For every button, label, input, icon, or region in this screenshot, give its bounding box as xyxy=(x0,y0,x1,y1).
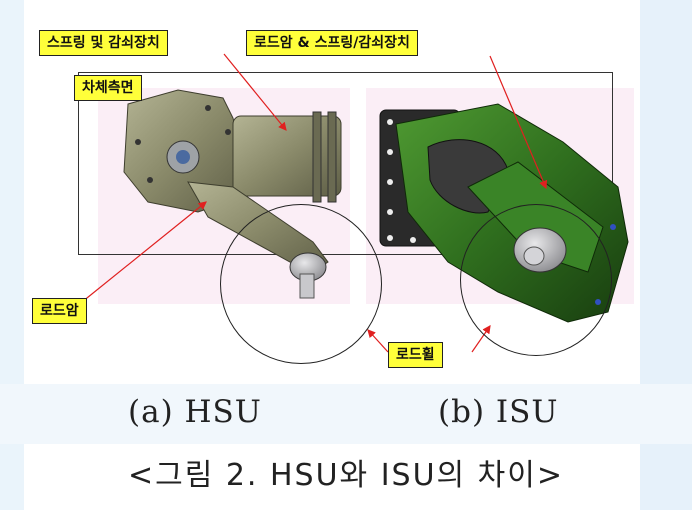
figure-panel: 스프링 및 감쇠장치 로드암 & 스프링/감쇠장치 차체측면 로드암 로드휠 xyxy=(28,12,640,384)
label-road-arm: 로드암 xyxy=(32,298,87,324)
label-body-side: 차체측면 xyxy=(74,75,142,101)
panel-label-hsu: (a) HSU xyxy=(128,394,262,430)
panel-label-isu: (b) ISU xyxy=(438,394,559,430)
label-spring-damper: 스프링 및 감쇠장치 xyxy=(39,30,168,56)
hsu-cylinder xyxy=(232,115,342,197)
background-stripe-bottom xyxy=(0,384,692,444)
label-road-wheel: 로드휠 xyxy=(388,342,443,368)
isu-road-wheel-circle xyxy=(460,204,612,356)
hsu-road-wheel-circle xyxy=(220,204,382,364)
arrow-road-arm xyxy=(81,201,207,303)
arrow-road-arm-spring xyxy=(489,55,548,190)
label-road-arm-spring-damper: 로드암 & 스프링/감쇠장치 xyxy=(246,30,418,56)
figure-caption: <그림 2. HSU와 ISU의 차이> xyxy=(127,458,565,493)
arrow-spring-damper xyxy=(223,53,287,131)
arrow-road-wheel-left xyxy=(367,329,389,353)
